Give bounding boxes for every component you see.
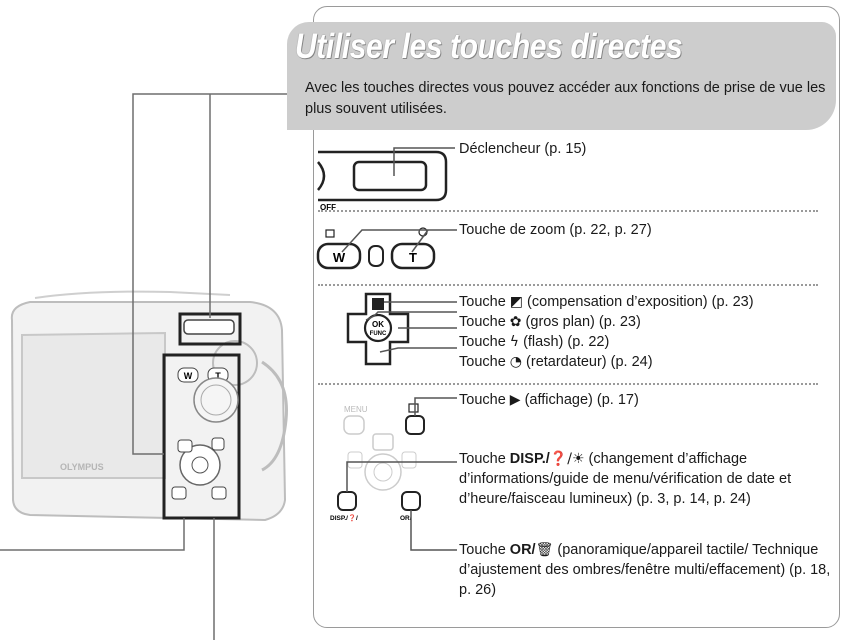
- zoom-diagram: W T: [316, 227, 457, 270]
- disp-small-label: DISP./❓/: [330, 514, 358, 522]
- camera-w-label: W: [184, 371, 193, 381]
- playback-icon: ▶: [509, 392, 521, 408]
- macro-flower-icon: ✿: [509, 314, 522, 330]
- disp-label: Touche DISP./❓/☀ (changement d’affichage…: [459, 451, 792, 507]
- func-label: FUNC: [370, 331, 387, 337]
- shutter-diagram: OFF: [317, 147, 455, 212]
- page-title: Utiliser les touches directes: [295, 27, 683, 66]
- flash-label: Touche ϟ (flash) (p. 22): [459, 334, 610, 350]
- camera-t-label: T: [215, 371, 221, 381]
- title-banner: [287, 22, 836, 130]
- separator: [318, 383, 818, 385]
- or-small-label: OR/: [400, 515, 412, 522]
- menu-label: MENU: [344, 405, 368, 414]
- back-buttons-diagram: MENU DISP./❓/ OR/: [330, 397, 457, 551]
- exposure-label: Touche ◩ (compensation d’exposition) (p.…: [459, 294, 754, 310]
- selftimer-label: Touche ◔ (retardateur) (p. 24): [459, 354, 653, 370]
- ok-label: OK: [372, 320, 384, 329]
- or-label: Touche OR/🗑 (panoramique/appareil tactil…: [459, 542, 831, 598]
- zoom-label: Touche de zoom (p. 22, p. 27): [459, 222, 652, 238]
- intro-text: Avec les touches directes vous pouvez ac…: [305, 80, 826, 117]
- separator: [318, 210, 818, 212]
- camera-illustration: W T OLYMPUS: [0, 93, 294, 640]
- exposure-compensation-icon: ◩: [509, 294, 524, 310]
- arrow-pad-diagram: OK FUNC: [346, 292, 457, 366]
- zoom-w-label: W: [333, 250, 346, 265]
- self-timer-icon: ◔: [509, 354, 523, 370]
- macro-label: Touche ✿ (gros plan) (p. 23): [459, 314, 641, 330]
- zoom-t-label: T: [409, 250, 417, 265]
- shutter-label: Déclencheur (p. 15): [459, 141, 587, 157]
- flash-icon: ϟ: [509, 334, 520, 350]
- playback-label: Touche ▶ (affichage) (p. 17): [459, 392, 639, 408]
- separator: [318, 284, 818, 286]
- off-label: OFF: [320, 203, 336, 212]
- help-guide-icon: ❓/☀: [549, 451, 585, 467]
- trash-icon: 🗑: [535, 542, 554, 558]
- camera-brand: OLYMPUS: [60, 462, 104, 472]
